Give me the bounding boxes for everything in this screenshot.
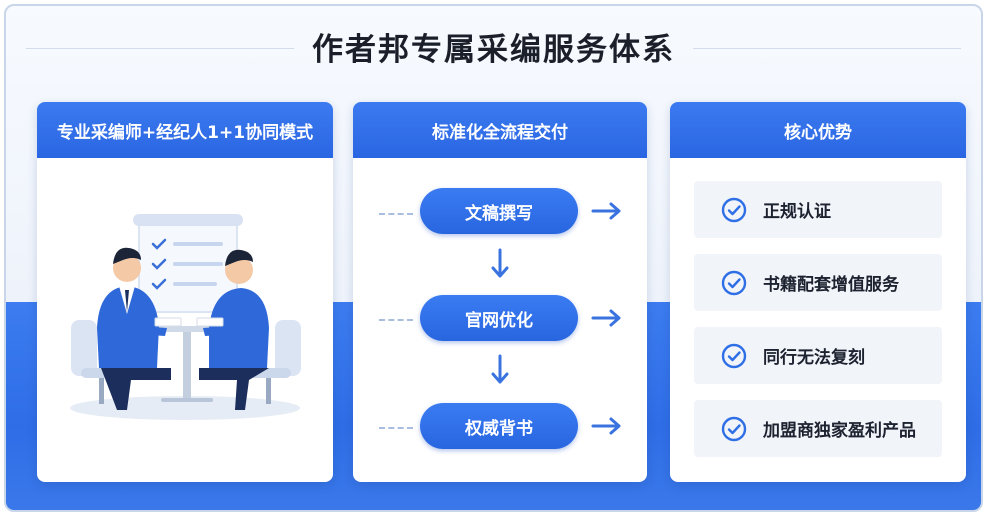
arrow-right-icon (591, 202, 621, 220)
page-title: 作者邦专属采编服务体系 (312, 32, 675, 68)
step-pill-website: 官网优化 (420, 295, 578, 341)
arrow-right-icon (591, 309, 621, 327)
step-pill-endorsement: 权威背书 (420, 403, 578, 449)
arrow-right-icon (591, 417, 621, 435)
title-divider-left (26, 48, 294, 49)
step-dashed-line (379, 319, 413, 321)
card-header: 核心优势 (670, 102, 966, 158)
advantage-label: 同行无法复刻 (763, 348, 865, 368)
card-header: 标准化全流程交付 (353, 102, 647, 158)
advantage-item: 书籍配套增值服务 (694, 254, 942, 311)
advantage-label: 加盟商独家盈利产品 (763, 421, 916, 441)
advantage-item: 加盟商独家盈利产品 (694, 400, 942, 457)
advantage-item: 同行无法复刻 (694, 327, 942, 384)
card-collaboration-mode: 专业采编师+经纪人1+1协同模式 (37, 102, 333, 482)
card-header: 专业采编师+经纪人1+1协同模式 (37, 102, 333, 158)
step-pill-writing: 文稿撰写 (420, 188, 578, 234)
card-core-advantages: 核心优势 正规认证 书籍配套增值服务 同行无法复刻 加盟商独家盈利产品 (670, 102, 966, 482)
card-standard-process: 标准化全流程交付 文稿撰写 官网优化 权威背书 (353, 102, 647, 482)
check-circle-icon (721, 343, 747, 368)
check-circle-icon (721, 270, 747, 295)
title-divider-right (693, 48, 961, 49)
check-circle-icon (721, 416, 747, 441)
step-dashed-line (379, 427, 413, 429)
arrow-down-icon (491, 248, 509, 278)
two-people-meeting-illustration (70, 214, 301, 420)
advantage-label: 正规认证 (763, 202, 831, 222)
step-dashed-line (379, 213, 413, 215)
arrow-down-icon (491, 354, 509, 384)
advantage-label: 书籍配套增值服务 (763, 275, 899, 295)
poster-frame: 作者邦专属采编服务体系 专业采编师+经纪人1+1协同模式 (4, 4, 983, 512)
advantage-item: 正规认证 (694, 181, 942, 238)
check-circle-icon (721, 197, 747, 222)
